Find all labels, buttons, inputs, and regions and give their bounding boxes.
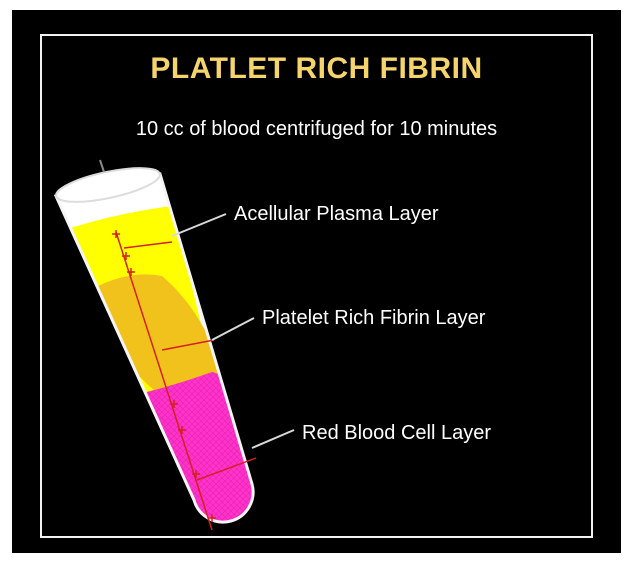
test-tube-diagram — [12, 10, 621, 553]
red-blood-cell-label: Red Blood Cell Layer — [302, 422, 491, 445]
plasma-leader-line — [172, 214, 226, 236]
acellular-plasma-label: Acellular Plasma Layer — [234, 203, 439, 226]
prf-leader-line — [212, 318, 254, 340]
platelet-rich-fibrin-label: Platelet Rich Fibrin Layer — [262, 307, 485, 330]
diagram-panel: PLATLET RICH FIBRIN 10 cc of blood centr… — [12, 10, 621, 553]
rbc-layer — [12, 372, 272, 530]
rbc-leader-line — [252, 430, 294, 448]
tube-contents — [12, 10, 621, 553]
tube-top-mark — [100, 160, 104, 172]
